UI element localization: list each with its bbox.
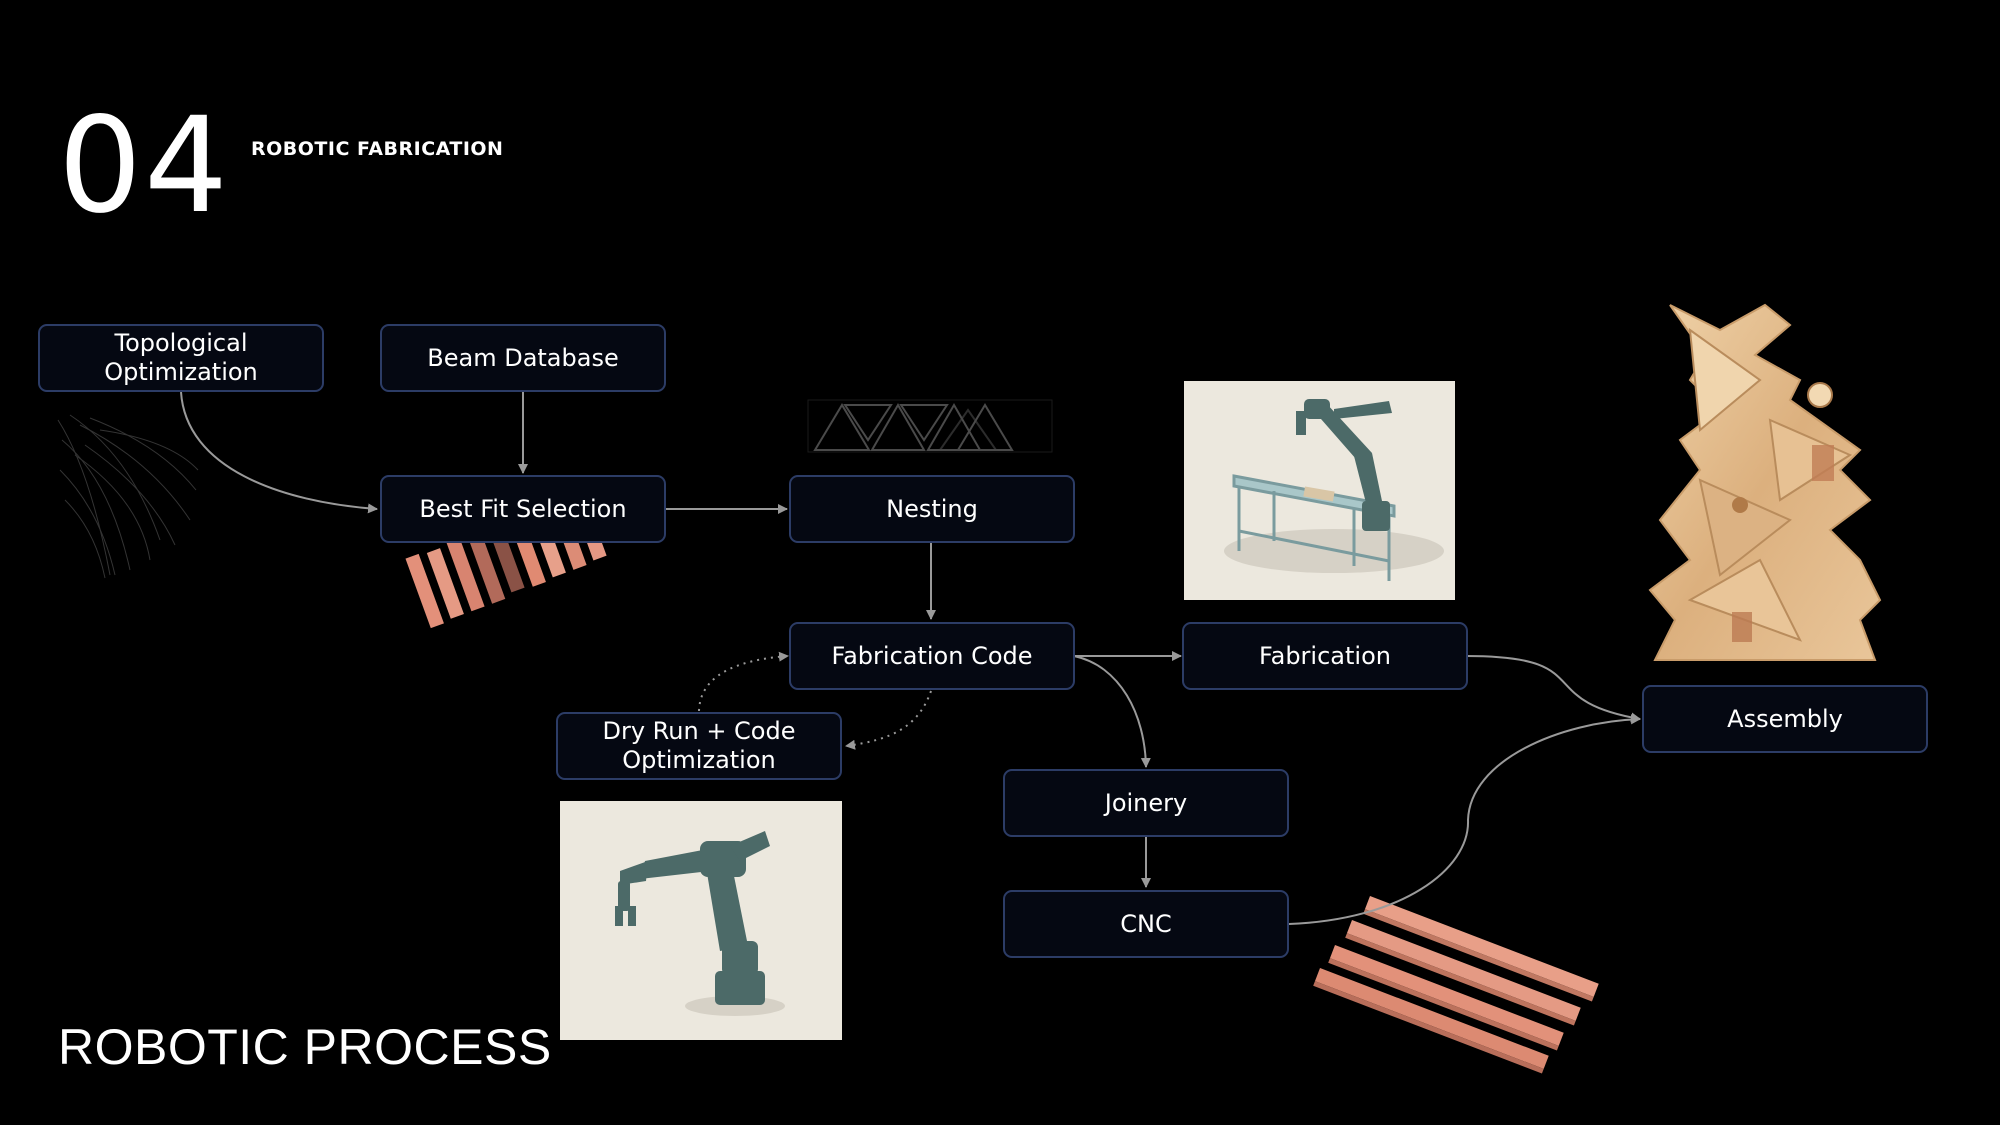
node-joinery: Joinery	[1003, 769, 1289, 837]
node-nesting: Nesting	[789, 475, 1075, 543]
timber-assembly-illustration	[1648, 303, 1882, 661]
section-title: ROBOTIC FABRICATION	[251, 138, 504, 160]
node-fabrication: Fabrication	[1182, 622, 1468, 690]
node-fabrication-code: Fabrication Code	[789, 622, 1075, 690]
topology-sketch-illustration	[57, 414, 199, 579]
cnc-beams-illustration	[1313, 896, 1599, 1074]
connector-dryrun-to-fabcode	[698, 651, 789, 712]
node-assembly: Assembly	[1642, 685, 1928, 753]
node-dry-run-code-optimization: Dry Run + Code Optimization	[556, 712, 842, 780]
node-cnc: CNC	[1003, 890, 1289, 958]
connector-topology-to-bestfit	[180, 391, 378, 514]
connector-cnc-to-assembly	[1288, 714, 1641, 925]
section-number: 04	[58, 89, 230, 243]
connectors	[180, 391, 1641, 925]
node-beam-database: Beam Database	[380, 324, 666, 392]
robot-fabrication-render	[1184, 381, 1455, 600]
node-topological-optimization: Topological Optimization	[38, 324, 324, 392]
connector-fabrication-to-assembly	[1465, 655, 1641, 723]
connector-fabcode-to-joinery	[1073, 655, 1151, 768]
robot-dry-run-render	[560, 801, 842, 1040]
node-best-fit-selection: Best Fit Selection	[380, 475, 666, 543]
footer-title: ROBOTIC PROCESS	[58, 1019, 552, 1075]
connector-fabcode-to-dryrun	[845, 690, 932, 750]
nesting-triangles-illustration	[807, 399, 1053, 453]
